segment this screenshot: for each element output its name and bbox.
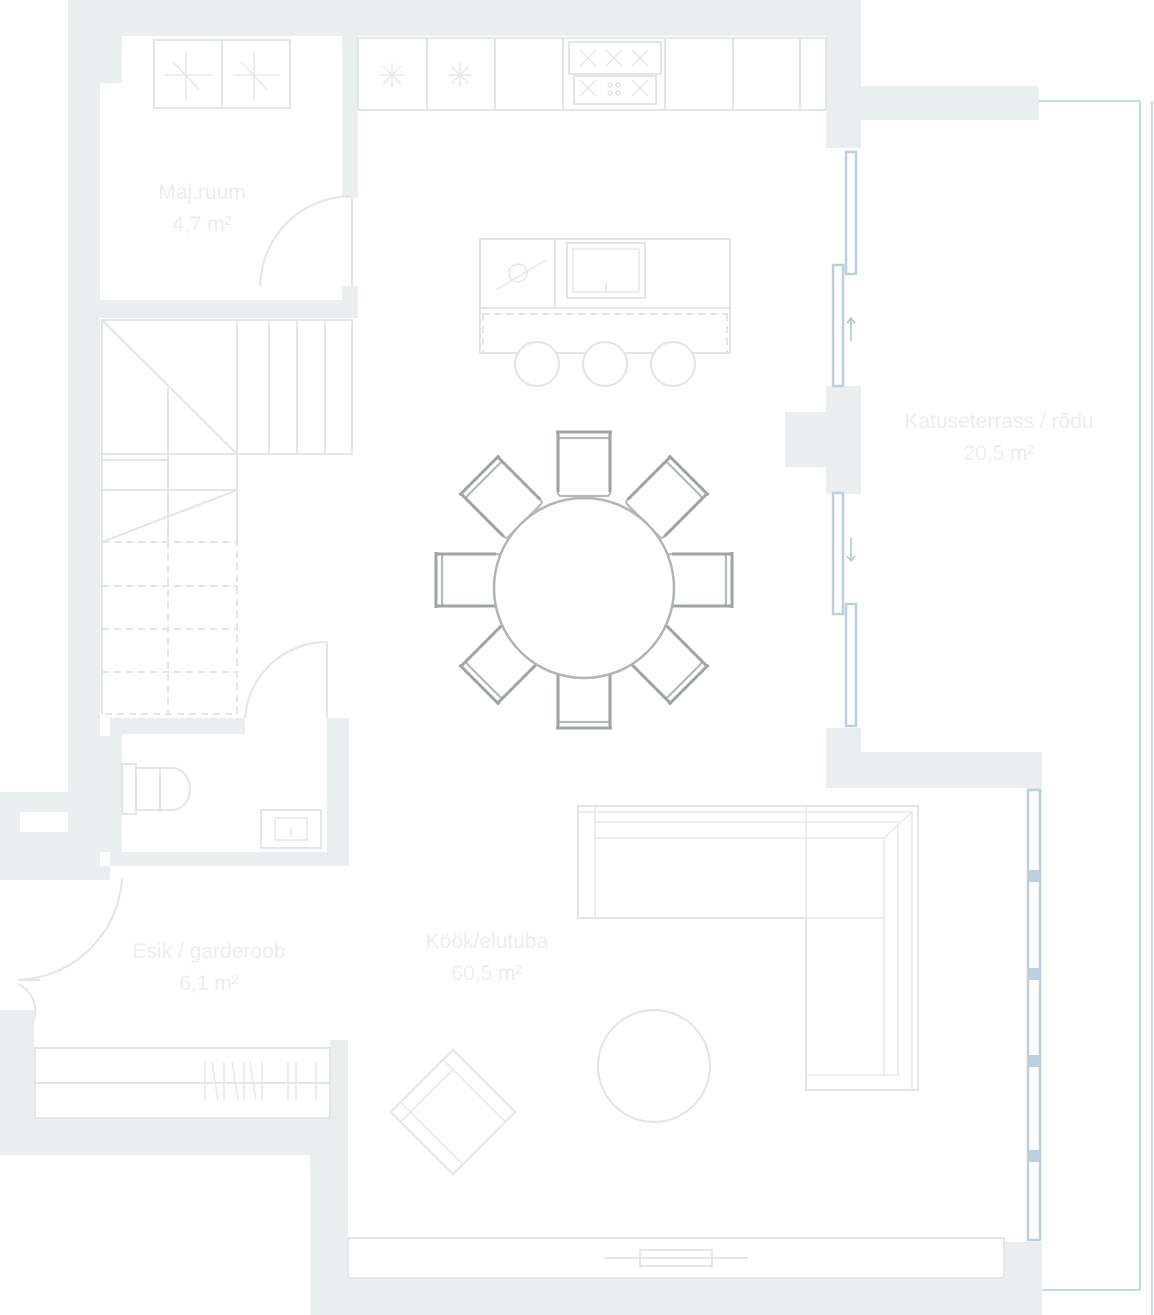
- room-label-terrace: Katuseterrass / rõdu: [904, 410, 1093, 433]
- room-area-kitchen: 60,5 m²: [451, 962, 522, 985]
- armchair: [389, 1048, 517, 1176]
- room-area-terrace: 20,5 m²: [963, 442, 1034, 465]
- room-label-kitchen: Köök/elutuba: [426, 930, 549, 953]
- sofa: [577, 805, 919, 1091]
- walls: [0, 0, 1042, 1315]
- dining-table: [492, 496, 676, 680]
- room-area-hall: 6,1 m²: [179, 972, 239, 995]
- living-room-window: [1026, 788, 1042, 1242]
- kitchen-island: [479, 238, 731, 387]
- room-labels: Maj.ruum 4,7 m² Katuseterrass / rõdu 20,…: [133, 181, 1094, 995]
- coffee-table: [597, 1009, 711, 1123]
- washer-dryer: [153, 39, 291, 109]
- terrace-sliding-doors: [831, 150, 858, 728]
- wc-fixtures: [121, 763, 322, 849]
- tv-console: [347, 1237, 1005, 1279]
- room-area-utility: 4,7 m²: [172, 213, 232, 236]
- dining-set: [434, 430, 734, 730]
- terrace: [1039, 100, 1153, 1315]
- wardrobe: [34, 1047, 331, 1119]
- room-label-utility: Maj.ruum: [158, 181, 246, 204]
- doors: [17, 195, 353, 1021]
- room-label-hall: Esik / garderoob: [133, 940, 286, 963]
- kitchen-counter: [357, 37, 827, 111]
- staircase: [101, 319, 353, 715]
